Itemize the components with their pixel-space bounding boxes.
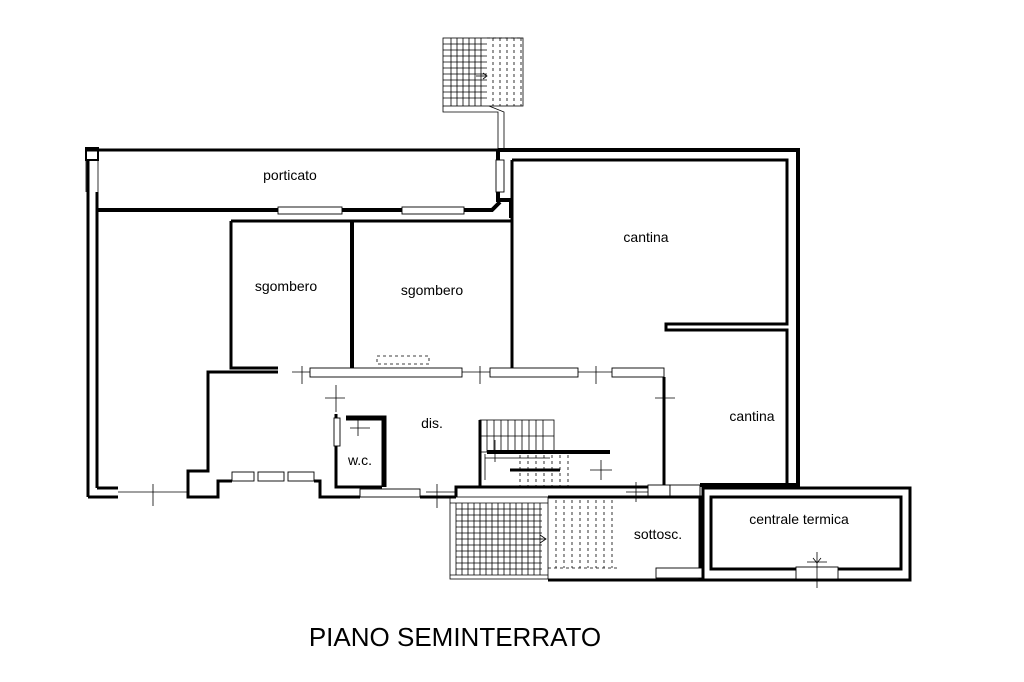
room-label-cantina-small: cantina [729, 408, 774, 424]
internal-stair [479, 419, 555, 480]
door-marks [118, 366, 827, 588]
plan-title: PIANO SEMINTERRATO [309, 622, 601, 652]
room-label-sgombero-right: sgombero [401, 282, 463, 298]
room-label-cantina-main: cantina [623, 229, 668, 245]
walls [85, 147, 912, 582]
room-label-sgombero-left: sgombero [255, 278, 317, 294]
room-label-sottosc: sottosc. [634, 526, 682, 542]
room-label-porticato: porticato [263, 167, 317, 183]
stair-dashed [519, 455, 620, 569]
external-stair-bottom [449, 496, 549, 580]
room-label-centrale-termica: centrale termica [749, 511, 849, 527]
room-label-wc: w.c. [347, 452, 372, 468]
room-label-dis: dis. [421, 415, 443, 431]
external-stair-top [442, 37, 524, 150]
